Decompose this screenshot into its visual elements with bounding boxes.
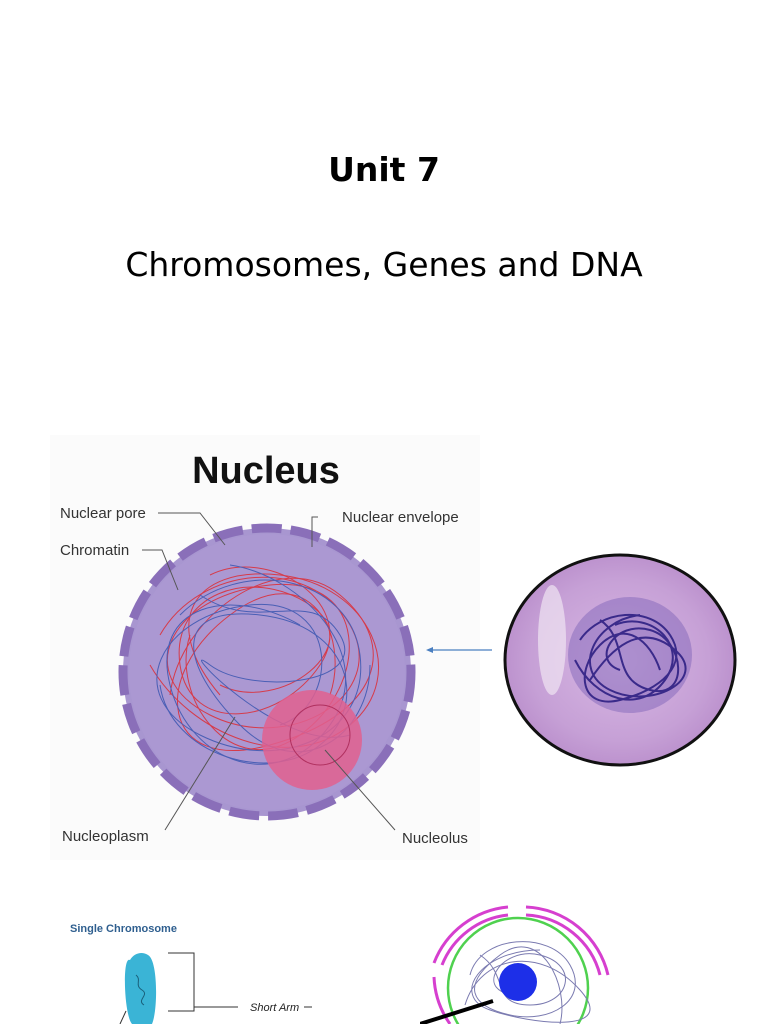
nuclear-envelope-label: Nuclear envelope — [342, 509, 459, 526]
ring-nucleolus — [499, 963, 537, 1001]
unit-title: Unit 7 — [328, 150, 440, 189]
inner-ring — [446, 916, 590, 1024]
short-arm-label: Short Arm — [250, 1002, 299, 1014]
nucleolus — [262, 690, 362, 790]
nuclear-pore-label: Nuclear pore — [60, 505, 146, 522]
outer-ring — [432, 905, 610, 1024]
nucleus-title: Nucleus — [192, 450, 340, 492]
chromosome-diagram: Single Chromosome Short Arm — [70, 923, 312, 1024]
nucleus-diagram: Nucleus Nuclear pore Nuclear envelope Ch… — [50, 435, 480, 860]
chromatin-label: Chromatin — [60, 542, 129, 559]
chromosome-title: Single Chromosome — [70, 923, 177, 935]
arrow-to-micrograph — [426, 647, 492, 653]
ring-nucleus-diagram — [420, 905, 610, 1024]
subtitle: Chromosomes, Genes and DNA — [125, 245, 643, 284]
nucleus-micrograph — [503, 553, 737, 767]
pointer-line — [420, 999, 494, 1024]
nucleolus-label: Nucleolus — [402, 830, 468, 847]
nucleoplasm-label: Nucleoplasm — [62, 828, 149, 845]
